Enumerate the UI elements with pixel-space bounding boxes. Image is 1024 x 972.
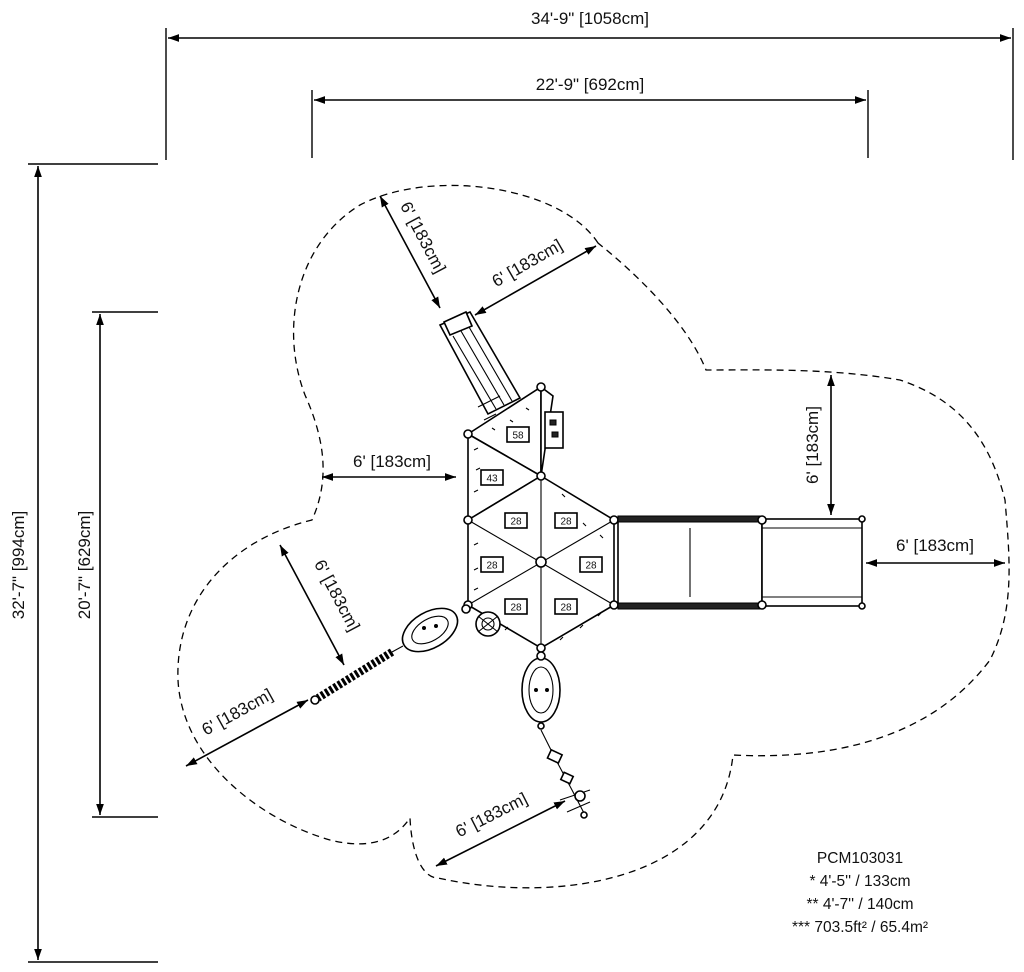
deck-height-label: 28: [510, 603, 522, 614]
overall-height-label: 32'-7" [994cm]: [9, 511, 28, 620]
clearance-dim-slide-top-left: 6' [183cm]: [379, 195, 450, 309]
overall-width-label: 34'-9" [1058cm]: [531, 9, 649, 28]
deck-height-labels: 58 43 28 28 28 28 28 28: [480, 426, 603, 615]
overall-width-dimension: 34'-9" [1058cm]: [165, 9, 1014, 160]
clearance-label: 6' [183cm]: [310, 557, 363, 635]
clearance-dim-bottom: 6' [183cm]: [435, 789, 566, 867]
clearance-dim-left-deck: 6' [183cm]: [322, 452, 456, 481]
inner-width-dimension: 22'-9" [692cm]: [311, 75, 869, 158]
inner-width-label: 22'-9" [692cm]: [536, 75, 645, 94]
bridge: [617, 515, 866, 610]
clearance-dim-climber-left-lower: 6' [183cm]: [185, 685, 309, 767]
area-note: *** 703.5ft² / 65.4m²: [792, 919, 928, 936]
left-climber: [310, 604, 471, 705]
deck-height-label: 43: [486, 474, 498, 485]
clearance-label: 6' [183cm]: [452, 789, 530, 841]
deck-height-label: 28: [585, 561, 597, 572]
clearance-label: 6' [183cm]: [353, 452, 431, 471]
inner-height-label: 20'-7" [629cm]: [75, 511, 94, 620]
deck-height-note-1: * 4'-5'' / 133cm: [809, 873, 910, 890]
steering-wheel: [475, 611, 501, 637]
clearance-dim-bridge-right: 6' [183cm]: [866, 536, 1005, 567]
slide: [438, 310, 522, 421]
clearance-label: 6' [183cm]: [489, 236, 566, 291]
clearance-dim-climber-left-upper: 6' [183cm]: [279, 544, 364, 666]
inner-height-dimension: 20'-7" [629cm]: [75, 311, 158, 818]
bottom-climber: [521, 651, 591, 819]
deck-height-label: 28: [560, 517, 572, 528]
model-number: PCM103031: [817, 850, 903, 867]
overall-height-dimension: 32'-7" [994cm]: [9, 163, 158, 963]
deck-height-label: 58: [512, 431, 524, 442]
deck-height-label: 28: [510, 517, 522, 528]
notes-block: PCM103031 * 4'-5'' / 133cm ** 4'-7'' / 1…: [792, 850, 928, 936]
deck-height-note-2: ** 4'-7'' / 140cm: [806, 896, 913, 913]
clearance-dim-bridge-top: 6' [183cm]: [803, 375, 835, 515]
clearance-label: 6' [183cm]: [803, 406, 822, 484]
use-zone-outline: [177, 184, 1010, 889]
deck-height-label: 28: [560, 603, 572, 614]
clearance-label: 6' [183cm]: [199, 685, 276, 739]
clearance-label: 6' [183cm]: [896, 536, 974, 555]
clearance-dim-slide-top-right: 6' [183cm]: [474, 236, 597, 316]
deck-height-label: 28: [486, 561, 498, 572]
clearance-label: 6' [183cm]: [396, 199, 449, 277]
